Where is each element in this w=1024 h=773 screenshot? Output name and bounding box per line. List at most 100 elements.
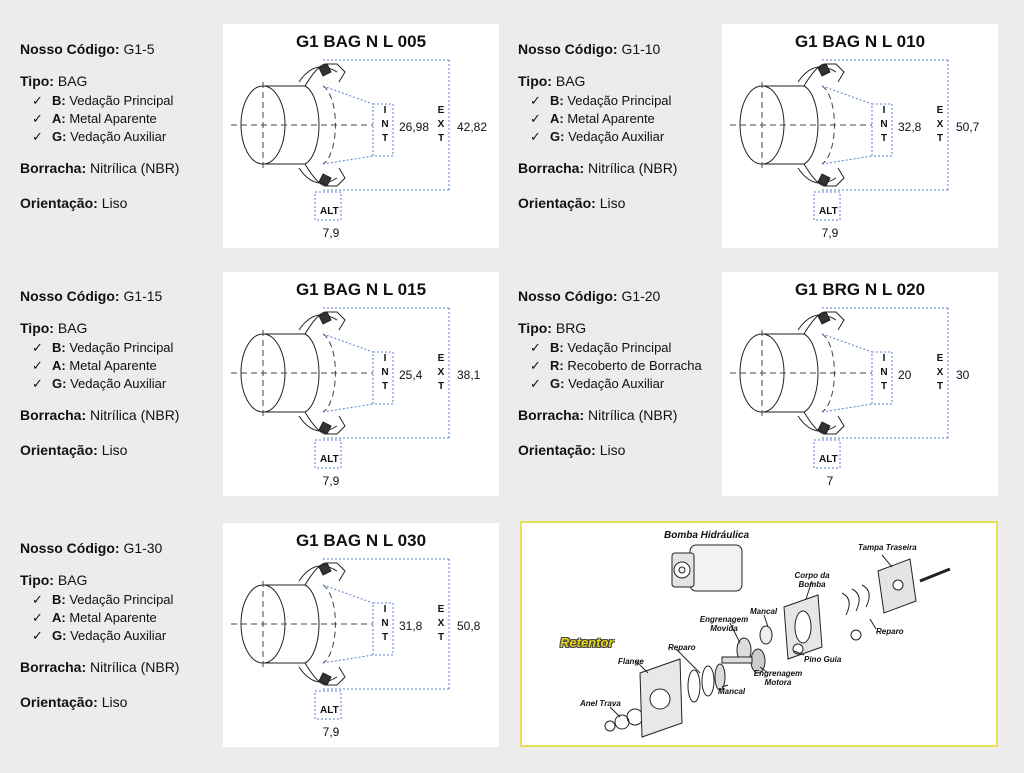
orientation-row: Orientação: Liso <box>20 693 127 711</box>
rubber-row: Borracha: Nitrílica (NBR) <box>20 658 179 676</box>
type-value: BRG <box>555 320 587 336</box>
rubber-label: Borracha: <box>518 407 585 423</box>
alt-value: 7 <box>826 474 834 488</box>
feature-list: ✓B: Vedação Principal✓A: Metal Aparente✓… <box>518 92 738 146</box>
check-icon: ✓ <box>32 93 43 108</box>
feature-item: ✓ B: Vedação Principal <box>530 339 738 357</box>
feature-text: Vedação Principal <box>567 340 672 355</box>
type-row: Tipo: BAG✓B: Vedação Principal✓A: Metal … <box>20 72 240 146</box>
alt-label: ALT <box>819 454 838 465</box>
seal-drawing <box>231 307 450 469</box>
feature-item: ✓R: Recoberto de Borracha <box>530 357 738 375</box>
type-row: Tipo: BRG ✓ B: Vedação Principal ✓R: Recobe… <box>518 319 738 393</box>
orientation-value: Liso <box>101 442 128 458</box>
feature-text: Vedação Auxiliar <box>568 376 665 391</box>
feature-text: Vedação Principal <box>69 592 174 607</box>
pump-exploded-diagram: Bomba Hidráulica Tampa Traseira Corpo da… <box>520 521 998 747</box>
seal-drawing <box>730 59 949 221</box>
feature-text: Metal Aparente <box>69 610 157 625</box>
orientation-row: Orientação: Liso <box>20 441 127 459</box>
feature-item: ✓B: Vedação Principal <box>32 92 240 110</box>
feature-list: ✓B: Vedação Principal✓A: Metal Aparente✓… <box>20 92 240 146</box>
feature-key: G: <box>52 376 67 391</box>
feature-text: Vedação Principal <box>69 340 174 355</box>
code-row: Nosso Código: G1-15 <box>20 287 162 305</box>
seal-drawing <box>730 307 949 469</box>
feature-item: ✓ B: Vedação Principal <box>530 92 738 110</box>
alt-value: 7,9 <box>322 725 340 739</box>
label-engrenagem-movida: Engrenagem Movida <box>699 615 749 633</box>
feature-key: G: <box>550 129 565 144</box>
label-tampa-traseira: Tampa Traseira <box>858 543 917 552</box>
pump-title: Bomba Hidráulica <box>664 530 750 541</box>
check-icon: ✓ <box>32 376 43 391</box>
feature-item: ✓G: Vedação Auxiliar <box>32 128 240 146</box>
check-icon: ✓ <box>32 628 43 643</box>
type-value: BAG <box>555 73 586 89</box>
code-label: Nosso Código: <box>518 288 618 304</box>
feature-key: A: <box>52 358 66 373</box>
orientation-label: Orientação: <box>20 195 98 211</box>
rubber-row: Borracha: Nitrílica (NBR) <box>518 406 677 424</box>
alt-label: ALT <box>320 454 339 465</box>
orientation-label: Orientação: <box>20 442 98 458</box>
label-mancal-top: Mancal <box>750 607 778 616</box>
feature-item: ✓A: Metal Aparente <box>32 609 240 627</box>
feature-key: B: <box>52 340 66 355</box>
seal-title: G1 BAG N L 030 <box>295 531 427 550</box>
feature-item: ✓A: Metal Aparente <box>32 357 240 375</box>
seal-title: G1 BAG N L 005 <box>295 32 427 51</box>
feature-text: Metal Aparente <box>567 111 655 126</box>
code-label: Nosso Código: <box>20 41 120 57</box>
code-label: Nosso Código: <box>20 288 120 304</box>
type-label: Tipo: <box>518 320 552 336</box>
check-icon: ✓ <box>530 129 541 144</box>
ext-value: 42,82 <box>457 120 488 134</box>
feature-key: B: <box>550 340 564 355</box>
check-icon: ✓ <box>530 376 541 391</box>
orientation-value: Liso <box>599 442 626 458</box>
rubber-value: Nitrílica (NBR) <box>588 407 678 423</box>
rubber-label: Borracha: <box>518 160 585 176</box>
feature-item: ✓B: Vedação Principal <box>32 591 240 609</box>
seal-title: G1 BRG N L 020 <box>794 280 926 299</box>
ext-value: 50,8 <box>457 619 481 633</box>
feature-key: B: <box>550 93 564 108</box>
feature-text: Vedação Principal <box>567 93 672 108</box>
seal-drawing <box>231 59 450 221</box>
feature-item: ✓G: Vedação Auxiliar <box>32 375 240 393</box>
feature-list: ✓B: Vedação Principal✓A: Metal Aparente✓… <box>20 339 240 393</box>
check-icon: ✓ <box>530 340 541 355</box>
check-icon: ✓ <box>32 592 43 607</box>
code-value: G1-30 <box>123 540 163 556</box>
check-icon: ✓ <box>530 93 541 108</box>
feature-text: Metal Aparente <box>69 358 157 373</box>
check-icon: ✓ <box>32 610 43 625</box>
orientation-row: Orientação: Liso <box>20 194 127 212</box>
type-label: Tipo: <box>518 73 552 89</box>
type-label: Tipo: <box>20 320 54 336</box>
type-row: Tipo: BAG✓B: Vedação Principal✓A: Metal … <box>518 72 738 146</box>
rubber-value: Nitrílica (NBR) <box>90 160 180 176</box>
seal-title: G1 BAG N L 015 <box>295 280 427 299</box>
type-value: BAG <box>57 572 88 588</box>
alt-label: ALT <box>320 206 339 217</box>
feature-key: B: <box>52 93 66 108</box>
type-row: Tipo: BAG✓B: Vedação Principal✓A: Metal … <box>20 571 240 645</box>
check-icon: ✓ <box>32 129 43 144</box>
rubber-label: Borracha: <box>20 659 87 675</box>
label-mancal-bottom: Mancal <box>718 687 746 696</box>
code-row: Nosso Código: G1-10 <box>518 40 660 58</box>
feature-key: R: <box>550 358 564 373</box>
code-value: G1-10 <box>621 41 661 57</box>
code-row: Nosso Código: G1-30 <box>20 539 162 557</box>
